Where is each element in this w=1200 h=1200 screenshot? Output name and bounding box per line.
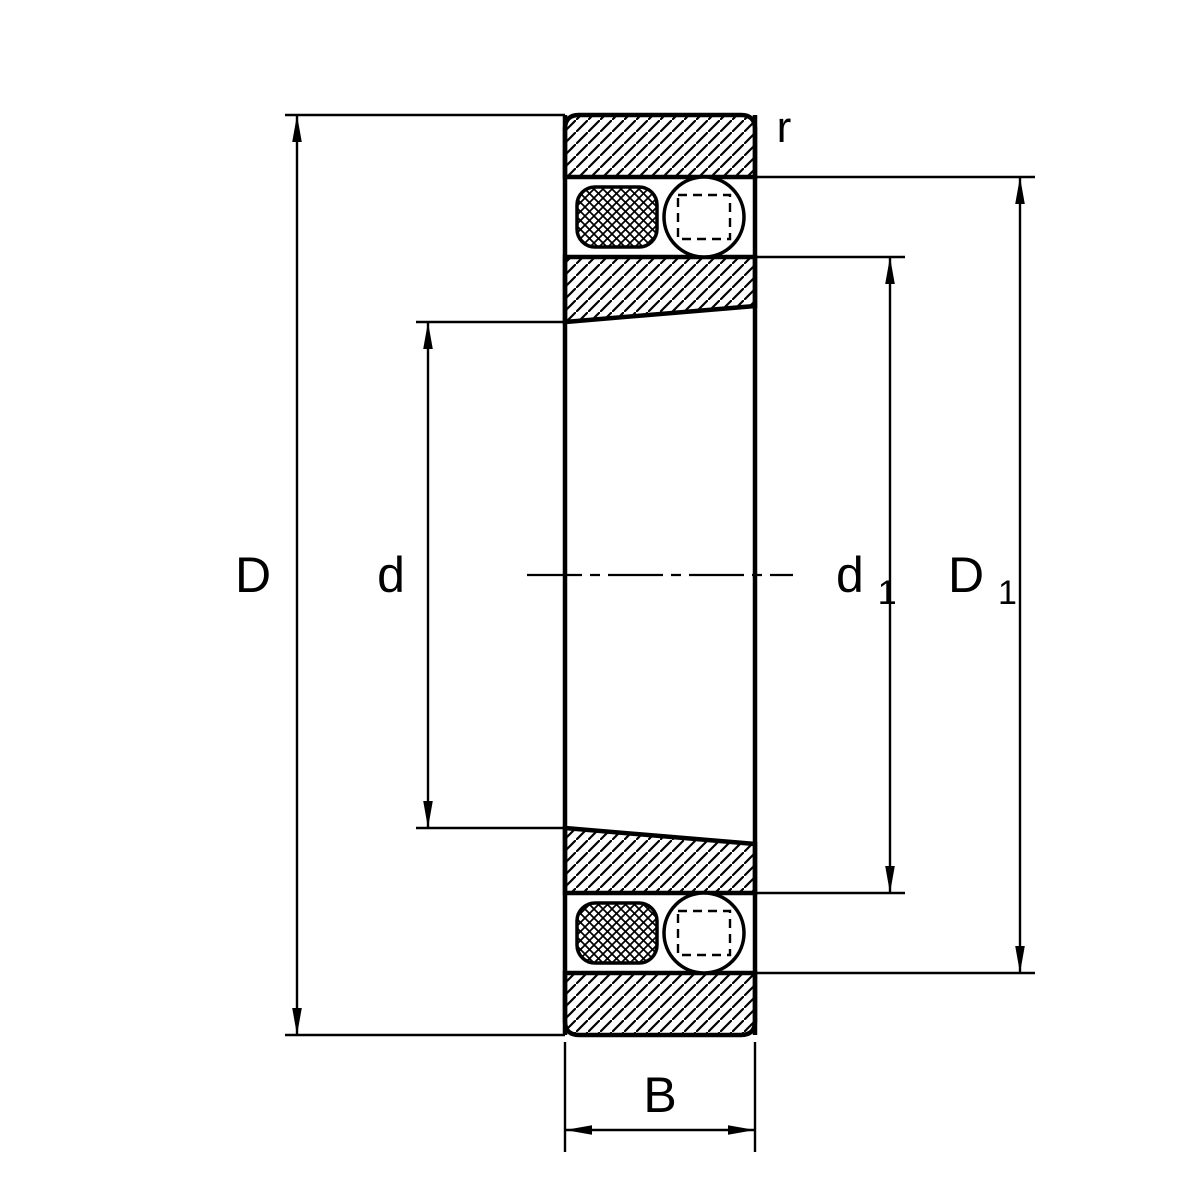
cage-pocket-top	[676, 193, 732, 241]
dimensioning	[285, 113, 1035, 1152]
dim-label-width: B	[643, 1067, 676, 1123]
dimension-bore-diameter	[416, 320, 565, 830]
dim-label-subscript: 1	[998, 574, 1017, 612]
ball-bottom-sectioned	[575, 901, 659, 965]
dim-label-subscript: 1	[878, 574, 897, 612]
ball-top-sectioned	[575, 185, 659, 249]
outer-ring-top-section	[562, 112, 758, 180]
dim-label-bore-diameter: d	[377, 547, 405, 603]
dim-label-chamfer-radius: r	[777, 103, 792, 152]
ball-bottom	[662, 891, 746, 975]
outer-ring-bottom-section	[562, 970, 758, 1038]
dimension-inner-shoulder-diameter	[755, 255, 905, 895]
dimension-width	[563, 1042, 757, 1152]
dim-label-base: d	[836, 547, 864, 603]
dim-label-outer-shoulder-diameter: D 1	[948, 547, 1017, 612]
dimension-outer-diameter	[285, 113, 565, 1037]
dim-label-inner-shoulder-diameter: d 1	[836, 547, 897, 612]
dim-label-base: D	[948, 547, 984, 603]
inner-ring-top-section	[562, 254, 758, 325]
ball-top	[662, 175, 746, 259]
dimension-outer-shoulder-diameter	[755, 175, 1035, 975]
dimension-labels: D d d 1 D 1 B r	[235, 103, 1017, 1123]
cage-pocket-bottom	[676, 909, 732, 957]
dim-label-outer-diameter: D	[235, 547, 271, 603]
inner-ring-bottom-section	[562, 825, 758, 896]
